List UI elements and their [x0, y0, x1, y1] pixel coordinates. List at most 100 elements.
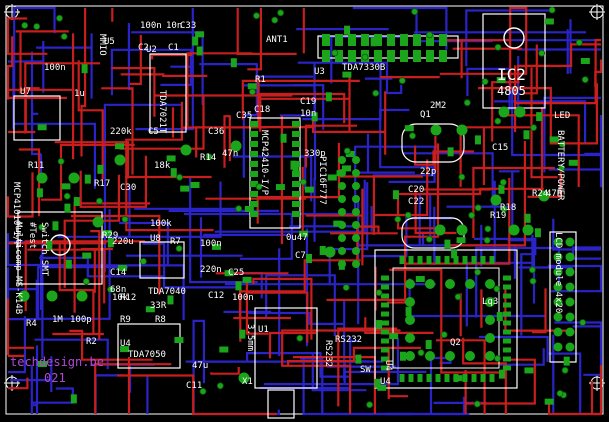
top-trace	[462, 337, 507, 414]
pad	[524, 213, 531, 223]
pad	[238, 372, 250, 384]
pad	[292, 181, 300, 187]
via	[556, 389, 564, 397]
top-trace	[73, 202, 150, 313]
pad	[553, 282, 563, 292]
via	[575, 39, 583, 46]
pad	[292, 131, 300, 137]
label-r18: R18	[500, 203, 516, 213]
top-trace	[90, 230, 101, 340]
label-1u: 1u	[74, 89, 85, 99]
pad	[430, 124, 442, 136]
pad	[352, 195, 360, 203]
pad	[230, 58, 237, 68]
pad	[250, 171, 258, 177]
label-c11: C11	[186, 381, 202, 391]
top-trace	[387, 143, 440, 304]
pad	[444, 374, 450, 382]
pad	[447, 147, 454, 157]
bottom-trace	[49, 264, 185, 320]
label-tda7050: TDA7050	[128, 350, 166, 360]
top-trace	[8, 377, 29, 390]
top-trace	[79, 155, 147, 208]
via	[296, 334, 304, 342]
bottom-trace	[547, 352, 582, 414]
pad	[381, 356, 389, 362]
pad	[538, 190, 550, 202]
pad	[426, 34, 434, 46]
pad	[47, 292, 57, 299]
top-trace	[24, 62, 101, 134]
u4-outline	[117, 323, 181, 369]
pad	[292, 162, 299, 172]
via	[426, 31, 434, 39]
pad	[381, 365, 389, 371]
pad	[250, 191, 258, 197]
pad	[490, 194, 502, 206]
label-68n: 68n	[110, 285, 126, 295]
via	[248, 88, 256, 96]
via	[494, 117, 502, 125]
bottom-trace	[511, 86, 601, 157]
pad	[242, 276, 252, 283]
lcd-connector	[549, 231, 577, 363]
pad	[485, 351, 495, 361]
pad	[498, 106, 510, 118]
pad	[405, 279, 415, 289]
label-u4-small: U4	[120, 339, 131, 349]
via	[484, 225, 492, 233]
pad	[485, 333, 495, 343]
label-47r: 47R	[546, 189, 563, 199]
pad	[352, 182, 360, 190]
via	[473, 400, 481, 408]
bottom-trace	[263, 338, 399, 386]
top-trace	[80, 8, 87, 157]
via	[361, 53, 369, 61]
top-trace	[247, 8, 262, 71]
pad	[275, 184, 285, 191]
pad	[292, 201, 300, 207]
pad	[503, 356, 511, 362]
pad	[239, 329, 246, 339]
via	[440, 331, 448, 339]
label-100n-c: 100n	[44, 63, 66, 73]
top-trace	[530, 67, 558, 179]
pad	[224, 270, 234, 277]
via	[561, 366, 569, 374]
label-q2: Q2	[450, 338, 461, 348]
pad	[107, 238, 114, 248]
pad	[352, 247, 360, 255]
pad	[180, 185, 190, 192]
pad	[335, 34, 343, 46]
pad	[180, 144, 192, 156]
pad	[338, 156, 346, 164]
label-ant1: ANT1	[266, 35, 288, 45]
pad	[115, 143, 125, 150]
bottom-trace	[8, 40, 45, 93]
top-trace	[464, 358, 536, 414]
via	[57, 157, 65, 165]
pad	[348, 34, 356, 46]
bottom-trace	[353, 133, 415, 174]
bottom-trace	[232, 155, 313, 202]
pads	[18, 18, 590, 405]
label-q1: Q1	[420, 110, 431, 120]
label-220k: 220k	[110, 127, 132, 137]
via	[56, 14, 63, 22]
pad	[503, 320, 511, 326]
pad	[327, 174, 337, 181]
label-u3: U3	[314, 67, 325, 77]
label-c7: C7	[295, 251, 306, 261]
label-r19: R19	[490, 211, 506, 221]
pad	[456, 237, 466, 244]
pad	[292, 191, 300, 197]
pad	[361, 34, 369, 46]
pad	[399, 374, 405, 382]
top-trace	[259, 92, 346, 132]
label-ic2-part: 4805	[497, 84, 526, 98]
pad	[338, 182, 346, 190]
top-trace	[524, 44, 538, 95]
plcc-socket	[374, 249, 518, 389]
pad	[405, 297, 415, 307]
label-r9: R9	[120, 315, 131, 325]
